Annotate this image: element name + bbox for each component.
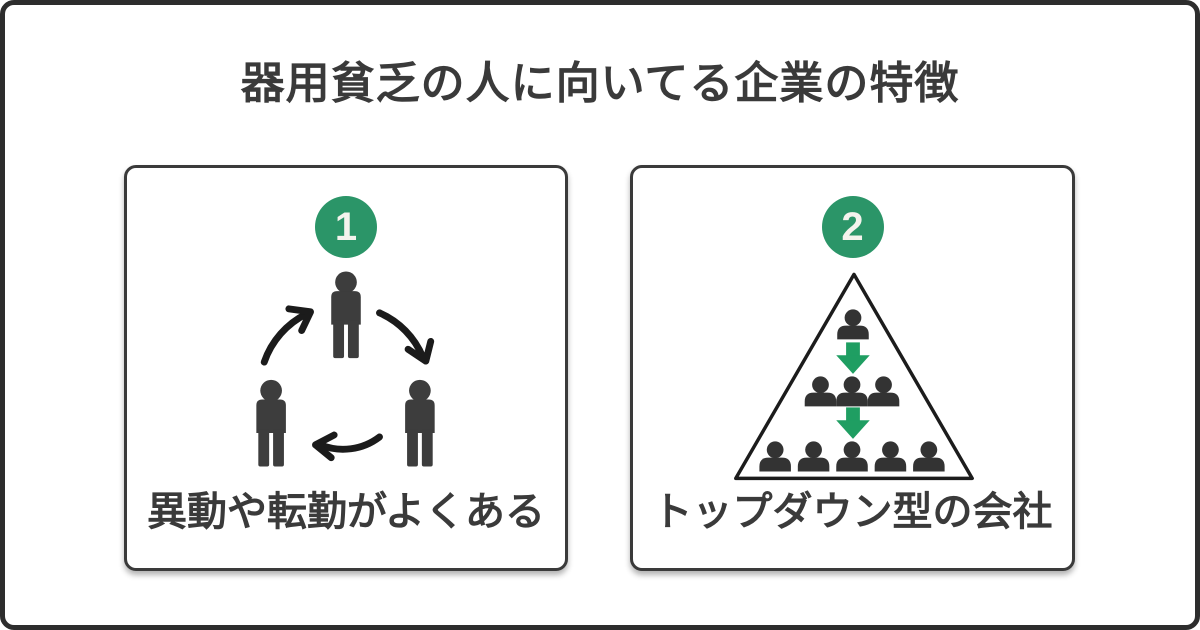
down-arrow-icon bbox=[836, 342, 870, 374]
person-icon bbox=[405, 379, 435, 467]
card-caption: トップダウン型の会社 bbox=[652, 490, 1053, 534]
card-topdown: 2 トップダウン型の会社 bbox=[630, 165, 1075, 571]
person-cycle-icon bbox=[256, 271, 435, 467]
person-icon bbox=[256, 379, 286, 467]
bust-icon bbox=[836, 376, 868, 407]
card-caption: 異動や転勤がよくある bbox=[147, 490, 545, 534]
bust-icon bbox=[797, 441, 830, 472]
pyramid-icon bbox=[734, 272, 974, 481]
cycle-arrow-icon bbox=[376, 309, 435, 365]
down-arrow-icon bbox=[836, 407, 870, 439]
bust-icon bbox=[913, 441, 945, 472]
card-transfers: 1 異動や転勤がよくある bbox=[124, 165, 568, 571]
bust-icon bbox=[804, 376, 837, 407]
bust-icon bbox=[867, 376, 900, 407]
pyramid-triangle bbox=[734, 272, 974, 481]
bust-icon bbox=[759, 441, 791, 472]
cycle-arrow-icon bbox=[312, 431, 383, 462]
bust-icon bbox=[837, 309, 869, 340]
number-badge: 1 bbox=[315, 196, 377, 258]
person-icon bbox=[331, 271, 361, 359]
cycle-arrow-icon bbox=[260, 305, 314, 366]
bust-icon bbox=[836, 441, 868, 472]
bust-icon bbox=[874, 441, 907, 472]
number-badge: 2 bbox=[821, 196, 884, 258]
page-title: 器用貧乏の人に向いてる企業の特徴 bbox=[240, 59, 960, 108]
